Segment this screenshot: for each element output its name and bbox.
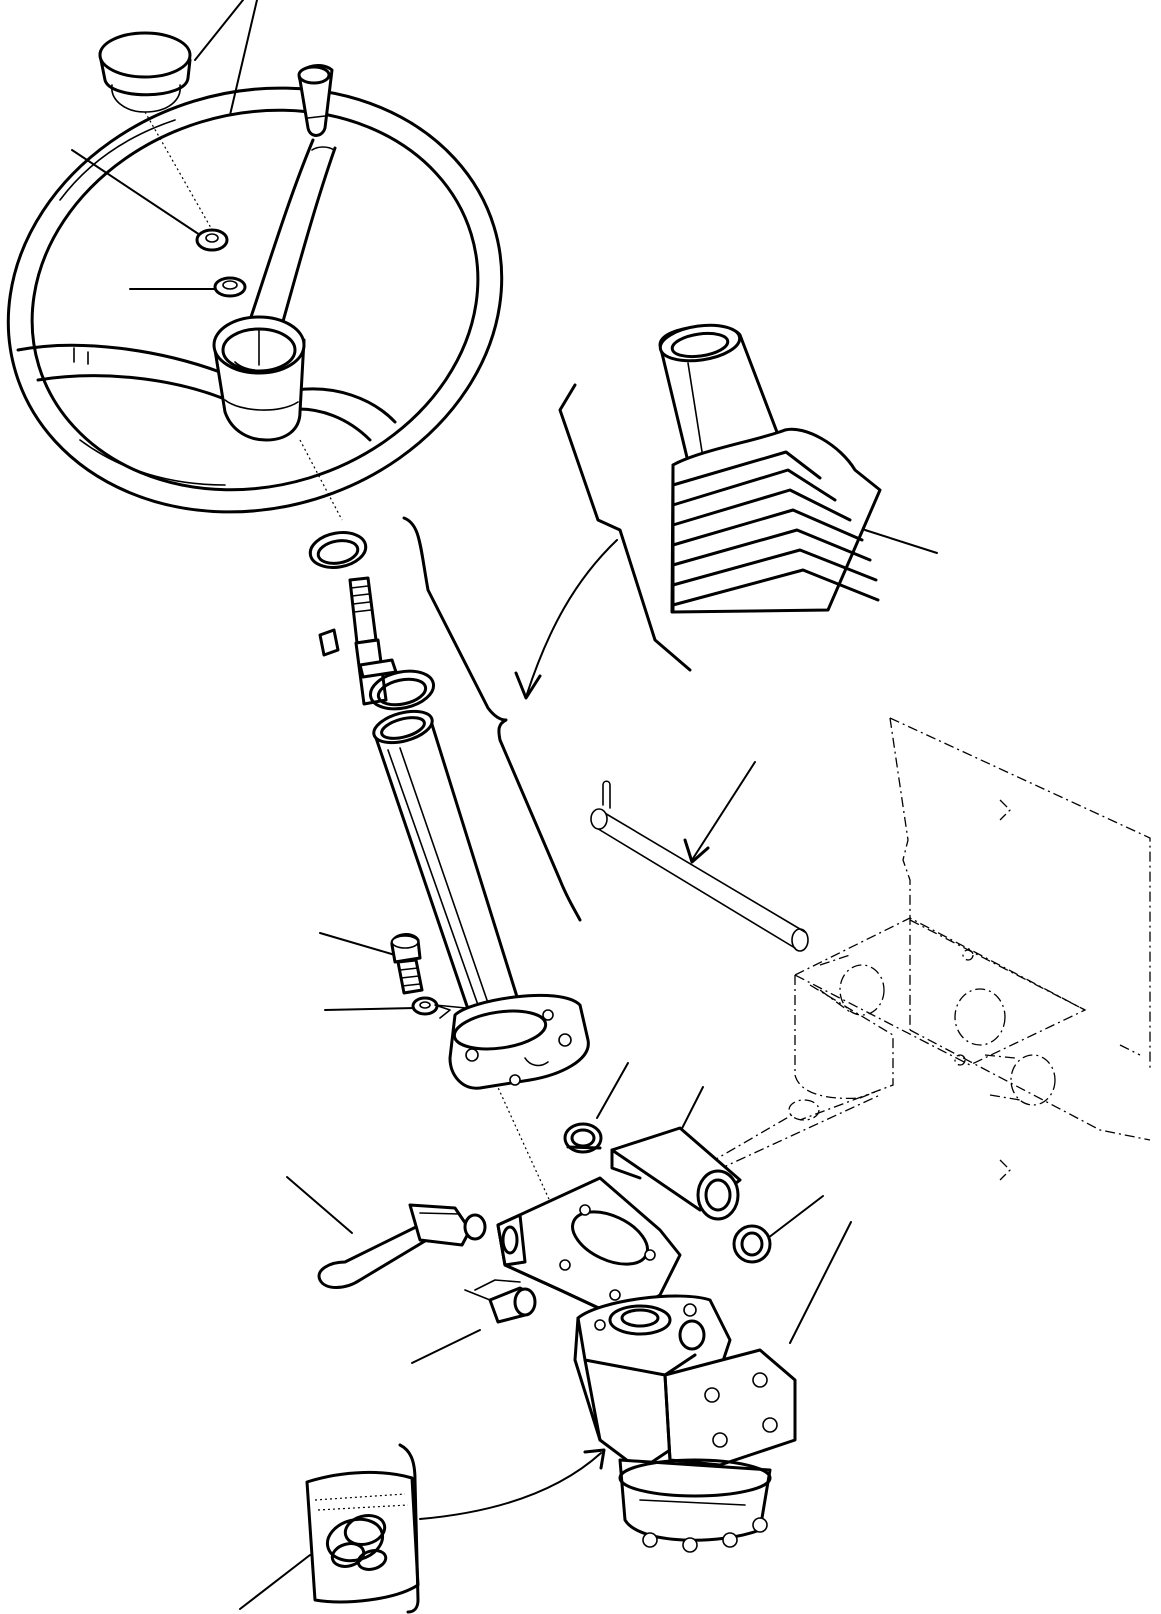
rubber-boot xyxy=(658,323,882,614)
leader-bushing-left xyxy=(596,1062,629,1119)
hinge-pin xyxy=(590,780,809,952)
bushing-left xyxy=(563,1122,603,1154)
wheel-nut xyxy=(195,228,229,252)
bushing-right xyxy=(732,1224,772,1264)
mounting-bolt xyxy=(390,933,424,995)
seal-kit-brace xyxy=(398,1443,420,1614)
axis-line-lower xyxy=(489,1069,554,1209)
column-tube xyxy=(372,709,520,1017)
bolt-washer xyxy=(411,996,467,1019)
leader-valve xyxy=(789,1221,852,1344)
steering-wheel xyxy=(6,86,504,514)
boot-break-line xyxy=(558,383,692,672)
leader-seal-kit xyxy=(239,1554,311,1610)
leader-bolt xyxy=(319,932,396,956)
leader-bushing-right xyxy=(767,1195,824,1239)
column-clip xyxy=(368,669,436,711)
horn-cap xyxy=(98,31,216,236)
screw xyxy=(464,1279,537,1324)
arrow-head-seal xyxy=(583,1448,606,1470)
axis-line-upper xyxy=(299,439,343,521)
leader-nut xyxy=(71,149,201,236)
leader-arrow-seal xyxy=(419,1452,602,1520)
leader-lines xyxy=(71,0,938,1610)
arrow-head-pin xyxy=(683,838,710,864)
lock-lever xyxy=(317,1203,487,1289)
leader-arrow-boot xyxy=(526,539,618,695)
frame-bracket xyxy=(691,717,1151,1181)
leader-bolt-washer xyxy=(324,1007,416,1011)
column-flange xyxy=(448,993,590,1090)
steering-shaft xyxy=(348,576,398,706)
seal-kit xyxy=(305,1470,420,1604)
wheel-washer xyxy=(213,276,247,298)
steering-valve xyxy=(573,1294,797,1553)
leader-boot xyxy=(864,529,938,554)
arrow-head-boot xyxy=(514,671,542,700)
leader-screw xyxy=(411,1329,481,1364)
shift-knob xyxy=(297,64,334,137)
leader-pin xyxy=(691,761,756,861)
leader-horn-cap xyxy=(194,0,244,61)
leader-lever xyxy=(286,1176,353,1234)
tilt-bracket xyxy=(496,1126,742,1320)
shaft-key xyxy=(318,628,340,657)
circlip xyxy=(308,531,368,569)
leader-wheel xyxy=(229,0,258,116)
assembly-brace xyxy=(402,516,582,922)
